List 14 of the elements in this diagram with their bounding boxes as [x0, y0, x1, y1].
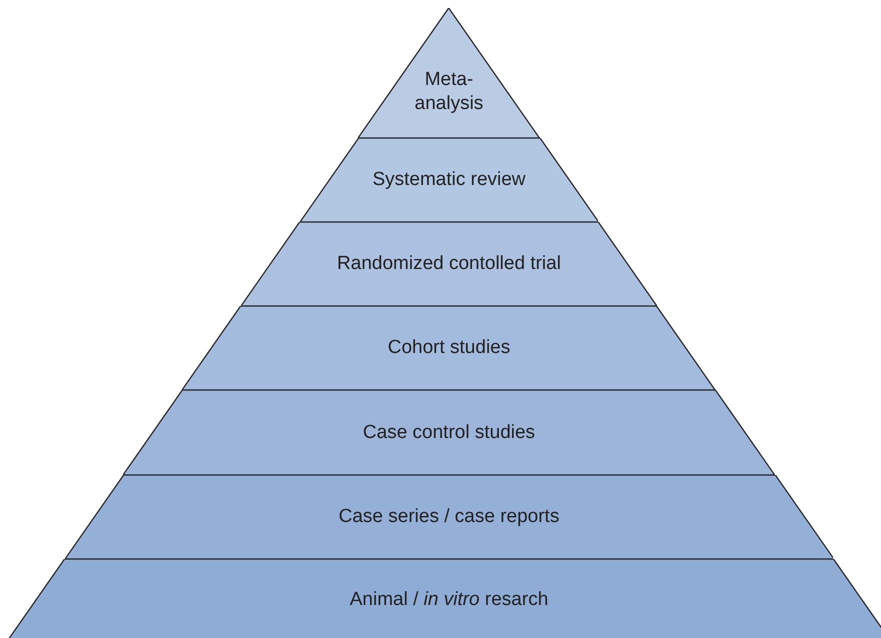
- tier-label: Animal / in vitro resarch: [348, 588, 550, 612]
- tier-label: Randomized contolled trial: [336, 252, 562, 276]
- tier-label: Cohort studies: [386, 336, 512, 360]
- pyramid-tier: [8, 559, 881, 638]
- pyramid-apex: [358, 8, 540, 138]
- tier-label: Case series / case reports: [338, 505, 560, 529]
- tier-label: Meta- analysis: [414, 68, 484, 116]
- pyramid-tier: [182, 306, 716, 390]
- pyramid-tier: [64, 475, 834, 559]
- pyramid-tier: [241, 222, 657, 306]
- tier-label: Systematic review: [371, 168, 527, 192]
- pyramid-tier: [300, 138, 598, 222]
- pyramid-tier: [123, 390, 775, 475]
- tier-label: Case control studies: [362, 420, 536, 444]
